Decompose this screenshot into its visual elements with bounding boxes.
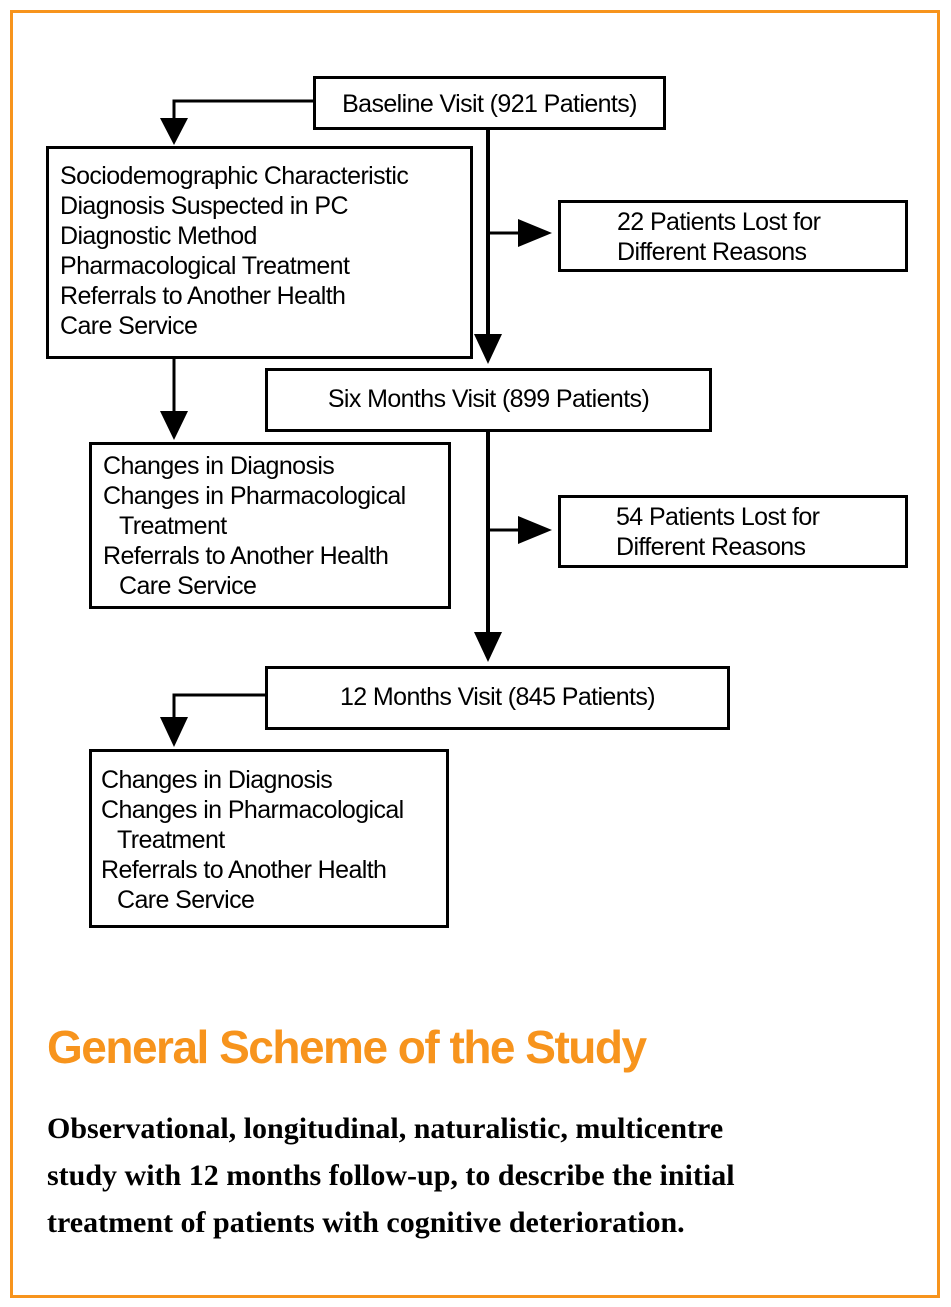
twelve-months-visit-box: 12 Months Visit (845 Patients) xyxy=(265,666,730,730)
baseline-detail-item: Referrals to Another Health xyxy=(60,282,346,310)
baseline-detail-item: Diagnosis Suspected in PC xyxy=(60,192,349,220)
arrow-twelve-to-details xyxy=(172,693,265,720)
baseline-detail-item: Sociodemographic Characteristic xyxy=(60,162,409,190)
lost-second-line: Different Reasons xyxy=(616,533,806,561)
six-detail-item: Treatment xyxy=(119,512,227,540)
twelve-detail-item: Referrals to Another Health xyxy=(101,856,387,884)
baseline-visit-box: Baseline Visit (921 Patients) xyxy=(313,76,666,130)
description-line: treatment of patients with cognitive det… xyxy=(47,1206,685,1239)
six-months-details-box: Changes in Diagnosis Changes in Pharmaco… xyxy=(89,442,451,609)
baseline-detail-item: Care Service xyxy=(60,312,198,340)
lost-second-box: 54 Patients Lost for Different Reasons xyxy=(558,495,908,568)
twelve-months-visit-label: 12 Months Visit (845 Patients) xyxy=(339,683,656,711)
baseline-detail-item: Diagnostic Method xyxy=(60,222,257,250)
description-line: Observational, longitudinal, naturalisti… xyxy=(47,1112,724,1145)
baseline-details-box: Sociodemographic Characteristic Diagnosi… xyxy=(46,146,473,359)
twelve-detail-item: Care Service xyxy=(117,886,255,914)
lost-first-line: Different Reasons xyxy=(617,238,807,266)
six-months-visit-label: Six Months Visit (899 Patients) xyxy=(327,385,650,413)
twelve-months-details-box: Changes in Diagnosis Changes in Pharmaco… xyxy=(89,749,449,928)
six-months-visit-box: Six Months Visit (899 Patients) xyxy=(265,368,712,432)
baseline-visit-label: Baseline Visit (921 Patients) xyxy=(342,90,637,118)
arrow-baseline-to-details xyxy=(172,99,313,120)
lost-first-line: 22 Patients Lost for xyxy=(617,208,821,236)
six-detail-item: Referrals to Another Health xyxy=(103,542,389,570)
twelve-detail-item: Changes in Pharmacological xyxy=(101,796,404,824)
study-description: Observational, longitudinal, naturalisti… xyxy=(47,1105,897,1246)
six-detail-item: Changes in Pharmacological xyxy=(103,482,406,510)
baseline-detail-item: Pharmacological Treatment xyxy=(60,252,350,280)
lost-second-line: 54 Patients Lost for xyxy=(616,503,820,531)
lost-first-box: 22 Patients Lost for Different Reasons xyxy=(558,200,908,272)
description-line: study with 12 months follow-up, to descr… xyxy=(47,1159,735,1192)
page-title: General Scheme of the Study xyxy=(47,1021,647,1073)
twelve-detail-item: Changes in Diagnosis xyxy=(101,766,333,794)
orange-frame xyxy=(10,10,940,1298)
twelve-detail-item: Treatment xyxy=(117,826,225,854)
six-detail-item: Changes in Diagnosis xyxy=(103,452,335,480)
six-detail-item: Care Service xyxy=(119,572,257,600)
